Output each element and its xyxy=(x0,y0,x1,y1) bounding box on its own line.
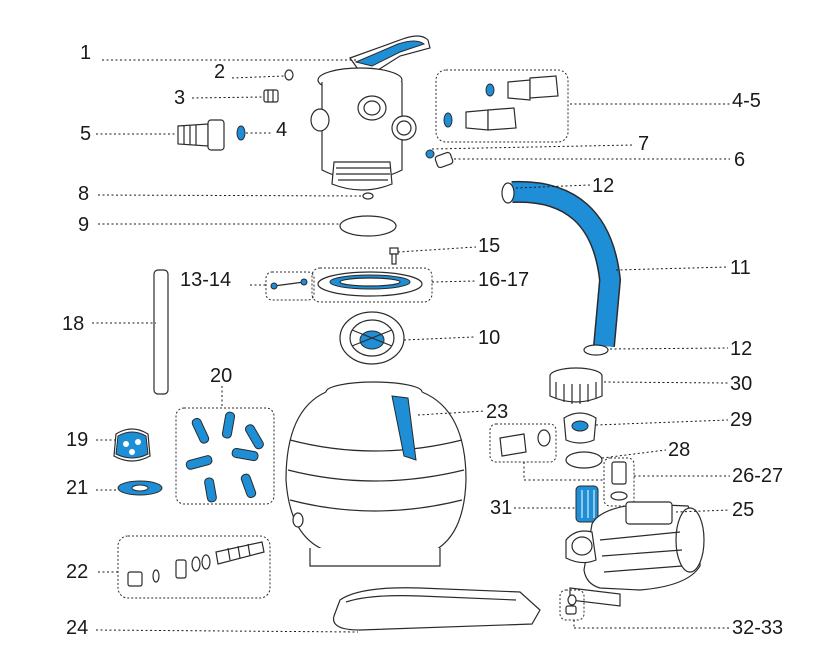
label-20: 20 xyxy=(210,365,232,387)
leader-lines xyxy=(92,59,731,633)
pump-cartridge xyxy=(575,485,599,523)
label-2: 2 xyxy=(214,61,225,83)
valve-fitting xyxy=(425,149,454,169)
label-15: 15 xyxy=(478,235,500,257)
label-32-33: 32-33 xyxy=(732,617,783,639)
pump-drain-plug-group xyxy=(559,589,585,621)
label-10: 10 xyxy=(478,327,500,349)
valve-seal xyxy=(362,192,374,200)
clamp-bolt-group xyxy=(265,271,315,301)
multiport-valve xyxy=(310,35,431,191)
label-22: 22 xyxy=(66,561,88,583)
label-6: 6 xyxy=(734,149,745,171)
label-30: 30 xyxy=(730,373,752,395)
pump-strainer-basket xyxy=(563,412,597,444)
label-12-top: 12 xyxy=(592,175,614,197)
label-11: 11 xyxy=(730,257,751,279)
label-1: 1 xyxy=(80,42,91,64)
valve-o-ring xyxy=(284,69,294,81)
tank-clamp-group xyxy=(311,267,433,303)
label-25: 25 xyxy=(732,499,754,521)
label-16-17: 16-17 xyxy=(478,269,529,291)
label-13-14: 13-14 xyxy=(180,269,231,291)
label-31: 31 xyxy=(490,497,512,519)
drain-cap xyxy=(263,89,279,103)
label-19: 19 xyxy=(66,429,88,451)
hub-gasket xyxy=(117,480,163,496)
adapter-set-group xyxy=(435,69,569,143)
label-29: 29 xyxy=(730,409,752,431)
valve-gasket xyxy=(339,215,397,237)
lid-o-ring xyxy=(565,451,603,469)
pump-lid xyxy=(549,367,603,404)
laterals-group xyxy=(175,407,275,505)
label-4-5: 4-5 xyxy=(732,90,761,112)
label-18: 18 xyxy=(62,313,84,335)
screw xyxy=(389,247,399,265)
hose-adapter xyxy=(177,119,246,151)
pump-motor xyxy=(565,501,705,607)
center-pipe xyxy=(153,269,169,395)
label-9: 9 xyxy=(78,214,89,236)
label-26-27: 26-27 xyxy=(732,465,783,487)
filter-base xyxy=(332,587,541,631)
label-8: 8 xyxy=(78,183,89,205)
label-12-bottom: 12 xyxy=(730,338,752,360)
filter-tank xyxy=(285,381,467,567)
label-3: 3 xyxy=(174,87,185,109)
drain-assembly-group xyxy=(117,535,271,599)
hose-fitting-top xyxy=(501,182,515,204)
label-5: 5 xyxy=(80,123,91,145)
label-21: 21 xyxy=(66,477,88,499)
lateral-hub xyxy=(113,428,151,462)
strainer-cap xyxy=(339,311,405,365)
pump-adapter-group xyxy=(489,423,557,463)
label-4: 4 xyxy=(276,119,287,141)
hose-clamp xyxy=(583,344,609,356)
label-23: 23 xyxy=(486,401,508,423)
label-28: 28 xyxy=(668,439,690,461)
label-7: 7 xyxy=(638,133,649,155)
pump-connector-group xyxy=(603,457,635,507)
label-24: 24 xyxy=(66,617,88,639)
